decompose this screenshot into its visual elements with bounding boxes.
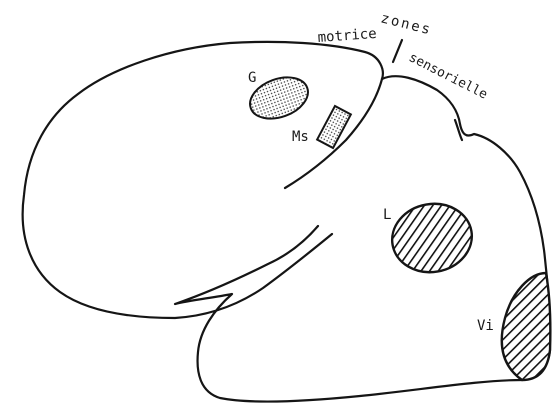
label-sensorielle: sensorielle <box>406 50 490 103</box>
label-ms: Ms <box>292 129 309 145</box>
label-zones: zones <box>379 10 433 38</box>
label-l: L <box>383 207 391 223</box>
posterior-lobe-outline <box>175 76 550 401</box>
frontal-lobe-outline <box>23 42 383 318</box>
label-vi: Vi <box>477 318 494 334</box>
region-vi <box>502 273 551 380</box>
label-g: G <box>248 70 256 86</box>
zone-divider <box>393 40 402 62</box>
region-l <box>387 198 478 279</box>
label-motrice: motrice <box>317 26 377 46</box>
